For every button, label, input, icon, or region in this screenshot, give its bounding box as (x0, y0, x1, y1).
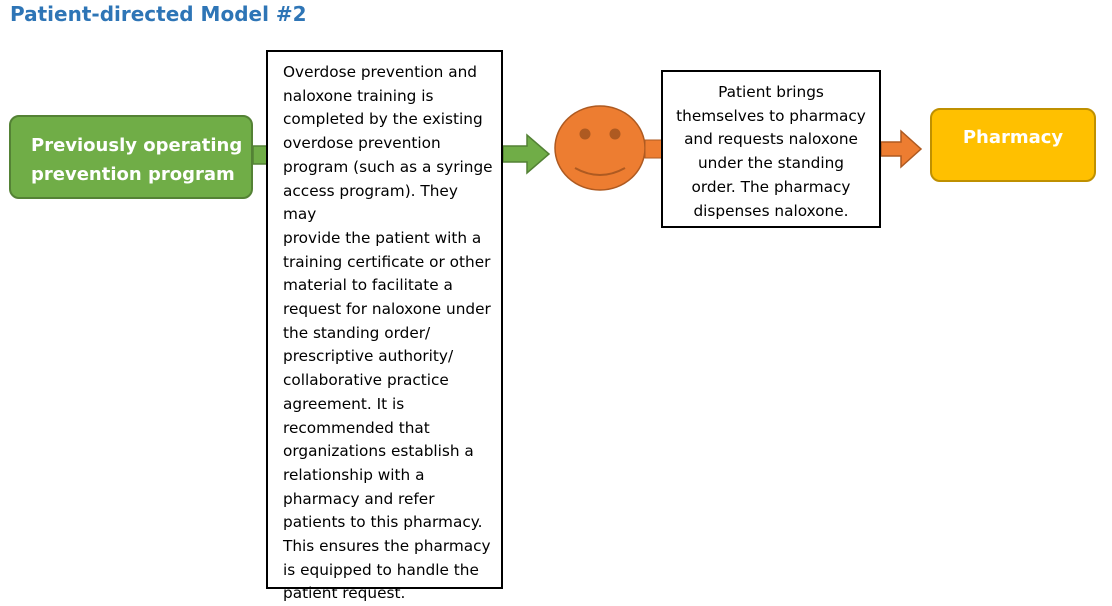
training-line: provide the patient with a (283, 228, 482, 247)
program-label-line-2: prevention program (31, 164, 235, 185)
action-line: themselves to pharmacy (676, 106, 866, 125)
training-description-box: Overdose prevention and naloxone trainin… (266, 50, 503, 602)
program-to-training-connector (252, 145, 268, 165)
training-line: material to facilitate a (283, 276, 453, 295)
training-line: is equipped to handle the (283, 560, 479, 579)
training-line: patients to this pharmacy. (283, 513, 483, 532)
pharmacy-label: Pharmacy (962, 127, 1064, 148)
page-title: Patient-directed Model #2 (10, 2, 307, 26)
action-line: Patient brings (718, 83, 824, 101)
action-line: order. The pharmacy (691, 177, 851, 196)
training-line: collaborative practice (283, 371, 449, 390)
green-arrow-icon (502, 133, 551, 175)
training-line: training certificate or other (283, 252, 491, 271)
training-line: Overdose prevention and (283, 63, 478, 81)
training-line: pharmacy and refer (283, 489, 435, 508)
training-line: request for naloxone under (283, 300, 491, 319)
training-line: recommended that (283, 418, 430, 437)
training-line: organizations establish a (283, 442, 474, 461)
training-line: agreement. It is (283, 394, 405, 413)
action-line: dispenses naloxone. (693, 201, 849, 220)
smiley-to-action-connector (644, 139, 663, 159)
patient-action-box: Patient brings themselves to pharmacy an… (661, 70, 881, 228)
smiley-face-icon (554, 105, 646, 191)
action-line: under the standing (697, 154, 845, 173)
training-line: access program). They may (283, 181, 458, 224)
action-line: and requests naloxone (684, 130, 858, 149)
training-line: naloxone training is (283, 86, 434, 105)
training-line: prescriptive authority/ (283, 347, 454, 366)
pharmacy-box: Pharmacy (930, 108, 1096, 182)
training-line: program (such as a syringe (283, 157, 493, 176)
training-line: completed by the existing (283, 110, 483, 129)
training-line: This ensures the pharmacy (283, 537, 491, 556)
program-label-line-1: Previously operating (31, 135, 243, 156)
training-line: patient request. (283, 584, 406, 603)
training-line: the standing order/ (283, 323, 431, 342)
training-line: relationship with a (283, 465, 425, 484)
previously-operating-program-box: Previously operating prevention program (9, 115, 253, 199)
orange-arrow-icon (880, 129, 923, 169)
training-line: overdose prevention (283, 134, 441, 153)
